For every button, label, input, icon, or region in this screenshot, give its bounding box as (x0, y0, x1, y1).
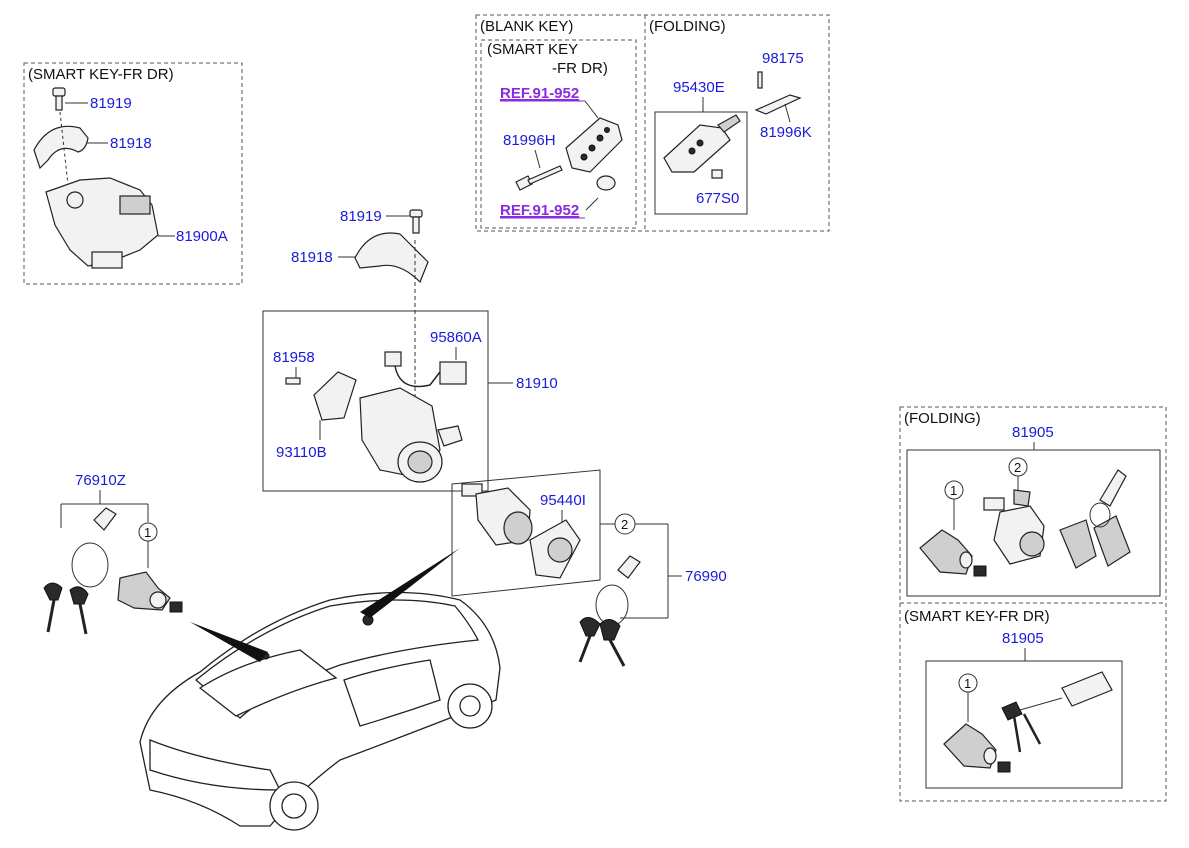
part-81900A[interactable]: 81900A (176, 228, 228, 245)
smart-kit-drawing (943, 671, 1113, 773)
blank-key-folding-box (475, 14, 830, 232)
part-76990[interactable]: 76990 (685, 568, 727, 585)
key-blade-81996H-drawing (515, 165, 563, 191)
callout-1-left-label: 1 (144, 525, 151, 540)
folding-kit-drawing (919, 469, 1131, 577)
part-81919-left[interactable]: 81919 (90, 95, 132, 112)
ignition-switch-drawing (285, 351, 467, 483)
callout-2-mid-label: 2 (621, 517, 628, 532)
part-81996K[interactable]: 81996K (760, 124, 812, 141)
blade-81996K-drawing (754, 94, 802, 123)
part-677S0[interactable]: 677S0 (696, 190, 739, 207)
blank-key-header: (BLANK KEY) (480, 18, 573, 35)
part-93110B[interactable]: 93110B (276, 444, 327, 461)
ignition-assembly-frame (262, 310, 489, 492)
bolt-81919-mid-drawing (409, 209, 423, 234)
pin-98175-drawing (757, 71, 763, 89)
coin-battery-drawing (596, 175, 616, 191)
folding-key-fob-drawing (663, 114, 741, 179)
part-95430E[interactable]: 95430E (673, 79, 725, 96)
callout-1-smart-label: 1 (964, 676, 971, 691)
part-76910Z[interactable]: 76910Z (75, 472, 126, 489)
part-81905-folding[interactable]: 81905 (1012, 424, 1054, 441)
smart-key-fr-dr-left-header: (SMART KEY-FR DR) (28, 66, 174, 83)
part-81918-left[interactable]: 81918 (110, 135, 152, 152)
smart-key-fr-dr-left-box (23, 62, 243, 285)
smart-key-inner-box (480, 39, 637, 229)
callout-2-folding-label: 2 (1014, 460, 1021, 475)
part-95440I[interactable]: 95440I (540, 492, 586, 509)
part-81918-mid[interactable]: 81918 (291, 249, 333, 266)
smart-key-inner-header-2: -FR DR) (552, 60, 608, 77)
part-81958[interactable]: 81958 (273, 349, 315, 366)
door-lock-cylinder-drawing (461, 483, 581, 579)
bolt-81919-left-drawing (52, 87, 88, 111)
smart-key-inner-header-1: (SMART KEY (487, 41, 578, 58)
ref-link-bottom[interactable]: REF.91-952 (500, 202, 579, 219)
smart-key-fob-drawing (565, 117, 623, 173)
smart-kit-frame (925, 660, 1123, 789)
part-81996H[interactable]: 81996H (503, 132, 556, 149)
cover-81918-mid-drawing (354, 232, 429, 284)
callout-1-folding-label: 1 (950, 483, 957, 498)
lock-body-81900A-drawing (45, 177, 175, 269)
folding-right-header: (FOLDING) (904, 410, 981, 427)
smart-key-fr-dr-right-header: (SMART KEY-FR DR) (904, 608, 1050, 625)
folding-kit-frame (906, 449, 1161, 597)
key-set-76990-drawing (578, 555, 641, 667)
part-95860A[interactable]: 95860A (430, 329, 482, 346)
part-81905-smart[interactable]: 81905 (1002, 630, 1044, 647)
folding-key-frame (654, 111, 748, 215)
door-lock-frame (451, 469, 601, 597)
part-81919-mid[interactable]: 81919 (340, 208, 382, 225)
right-combo-box (899, 406, 1167, 802)
car-drawing (139, 548, 501, 831)
ref-link-top[interactable]: REF.91-952 (500, 85, 579, 102)
part-81910[interactable]: 81910 (516, 375, 558, 392)
folding-top-header: (FOLDING) (649, 18, 726, 35)
part-98175[interactable]: 98175 (762, 50, 804, 67)
cover-81918-left-drawing (33, 111, 108, 186)
key-set-76910Z-drawing (43, 507, 183, 635)
